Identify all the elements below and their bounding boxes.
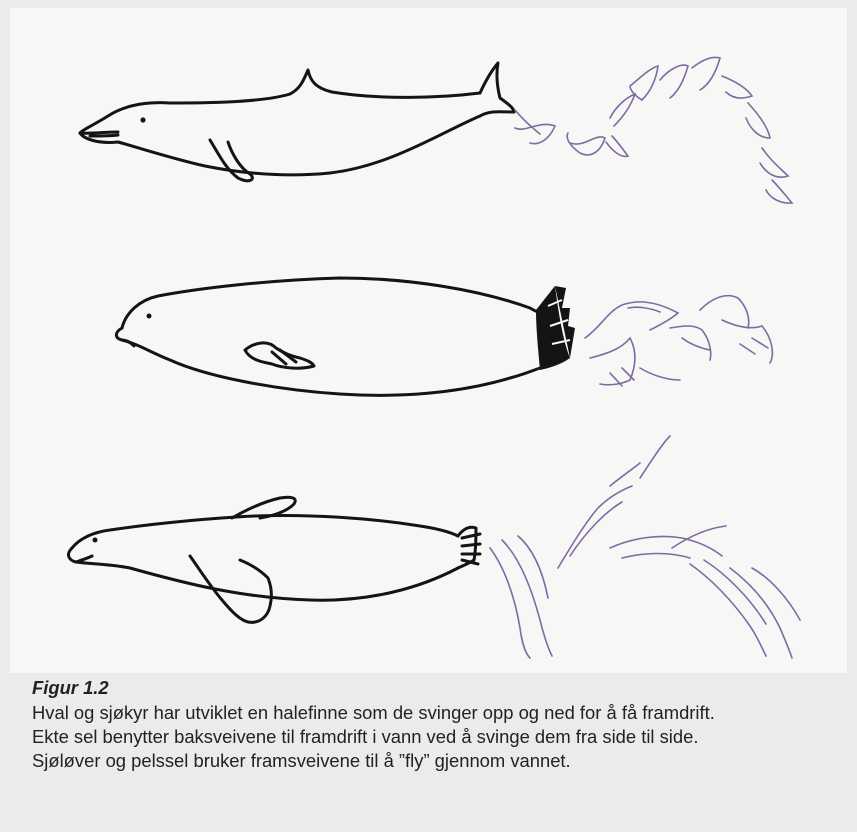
figure-caption: Figur 1.2 Hval og sjøkyr har utviklet en… [32,676,842,773]
figure-illustration [10,8,847,673]
figure-label: Figur 1.2 [32,676,842,700]
caption-line: Ekte sel benytter baksveivene til framdr… [32,725,842,749]
sea-lion-drawing [69,436,800,658]
seal-drawing [116,278,772,395]
caption-line: Sjøløver og pelssel bruker framsveivene … [32,749,842,773]
dolphin-drawing [80,57,792,203]
caption-line: Hval og sjøkyr har utviklet en halefinne… [32,701,842,725]
